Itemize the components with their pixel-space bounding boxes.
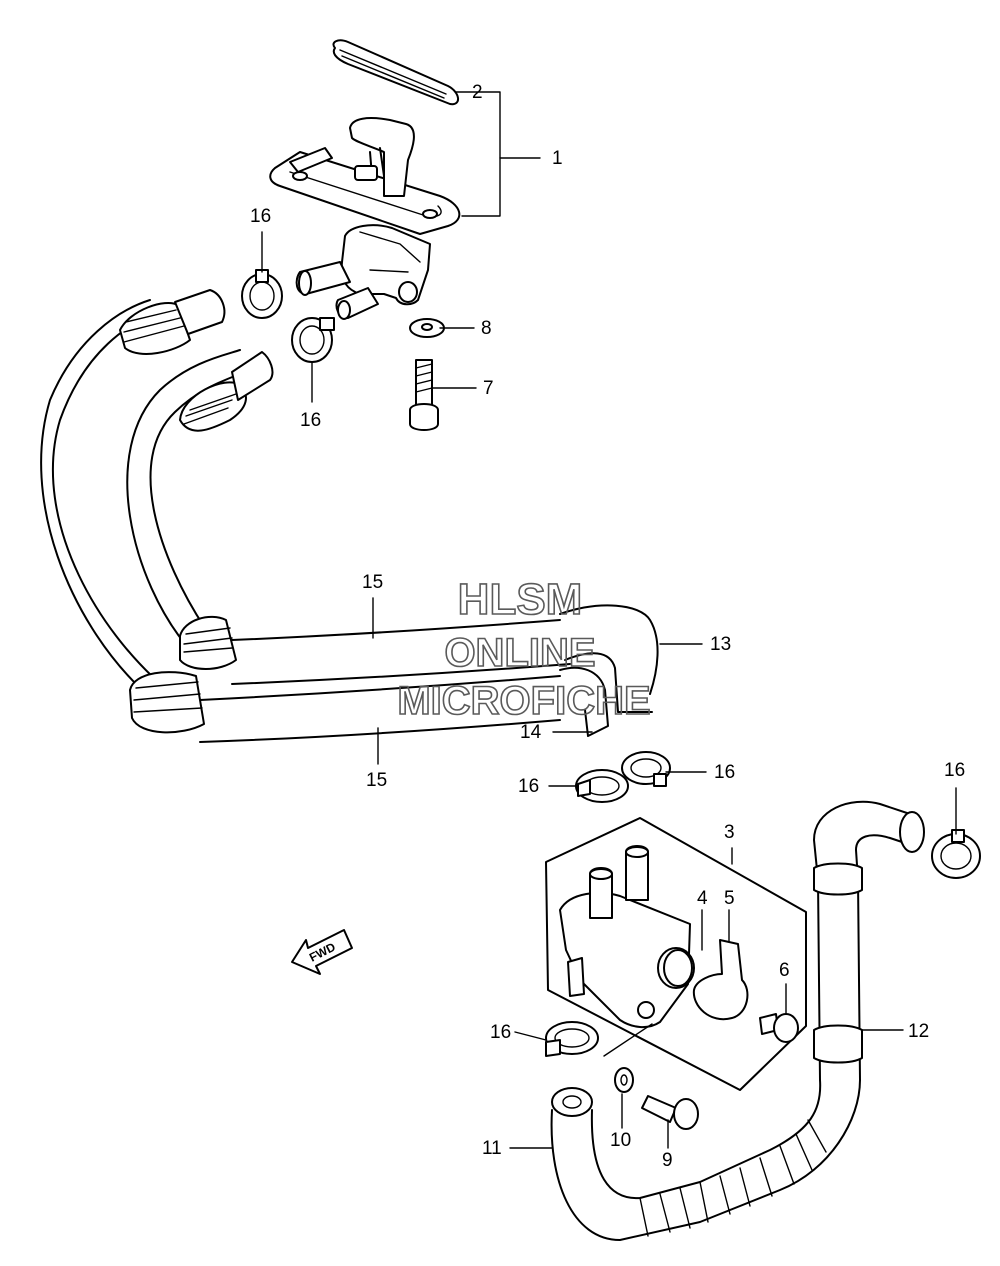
hose-13 <box>559 604 659 713</box>
callout-13: 13 <box>710 634 731 655</box>
callout-labels: 2 1 16 8 7 16 15 13 14 15 16 16 16 3 4 5… <box>250 82 965 1171</box>
hose-14 <box>559 666 609 737</box>
callout-2: 2 <box>472 82 483 103</box>
fuel-cock-kit-outline <box>545 817 807 1091</box>
bolt-9 <box>641 1095 699 1130</box>
watermark-line3: MICROFICHE <box>397 679 650 723</box>
callout-3: 3 <box>724 822 735 843</box>
callout-14: 14 <box>520 722 542 743</box>
fuel-cock-upper <box>269 39 461 320</box>
callout-16-lower-left: 16 <box>490 1022 511 1043</box>
clamp-16-lower-left <box>545 1021 599 1057</box>
callout-1: 1 <box>552 148 563 169</box>
callout-6: 6 <box>779 960 790 981</box>
callout-16-upper-b: 16 <box>300 410 321 431</box>
callout-7: 7 <box>483 378 494 399</box>
washer-10 <box>614 1067 634 1093</box>
clamp-16-upper-a <box>241 269 283 319</box>
callout-16-right: 16 <box>944 760 965 781</box>
callout-16-upper-a: 16 <box>250 206 271 227</box>
watermark-line2: ONLINE <box>444 631 595 675</box>
hose-15-lower <box>40 289 561 743</box>
clamp-16-mid-a <box>575 769 629 803</box>
callout-10: 10 <box>610 1130 631 1151</box>
washer-8 <box>409 318 445 338</box>
bolt-7 <box>409 359 439 431</box>
oring-4 <box>663 949 693 987</box>
screw-6 <box>759 1013 799 1043</box>
fuel-cock-lower-body <box>559 845 695 1028</box>
hose-11 <box>550 1079 861 1241</box>
callout-5: 5 <box>724 888 735 909</box>
callout-15-upper: 15 <box>362 572 383 593</box>
callout-16-mid-b: 16 <box>714 762 735 783</box>
callout-15-lower: 15 <box>366 770 387 791</box>
clamp-16-mid-b <box>621 751 671 787</box>
callout-16-mid-a: 16 <box>518 776 539 797</box>
watermark-line1: HLSM <box>458 575 583 624</box>
callout-11: 11 <box>482 1138 502 1159</box>
hose-12 <box>813 800 925 1081</box>
lever-5 <box>692 939 749 1021</box>
leader-lines <box>261 91 957 1149</box>
callout-4: 4 <box>697 888 708 909</box>
callout-12: 12 <box>908 1021 929 1042</box>
clamp-16-upper-b <box>291 317 335 363</box>
clamp-16-right <box>931 829 981 879</box>
callout-8: 8 <box>481 318 492 339</box>
watermark: HLSM ONLINE MICROFICHE <box>397 574 652 724</box>
mounting-flange <box>269 151 461 235</box>
gasket-ring <box>332 39 459 106</box>
callout-9: 9 <box>662 1150 673 1171</box>
hose-15-upper <box>126 349 571 685</box>
fuel-cock-pipe <box>349 117 415 197</box>
fwd-arrow-icon: FWD <box>291 929 353 975</box>
